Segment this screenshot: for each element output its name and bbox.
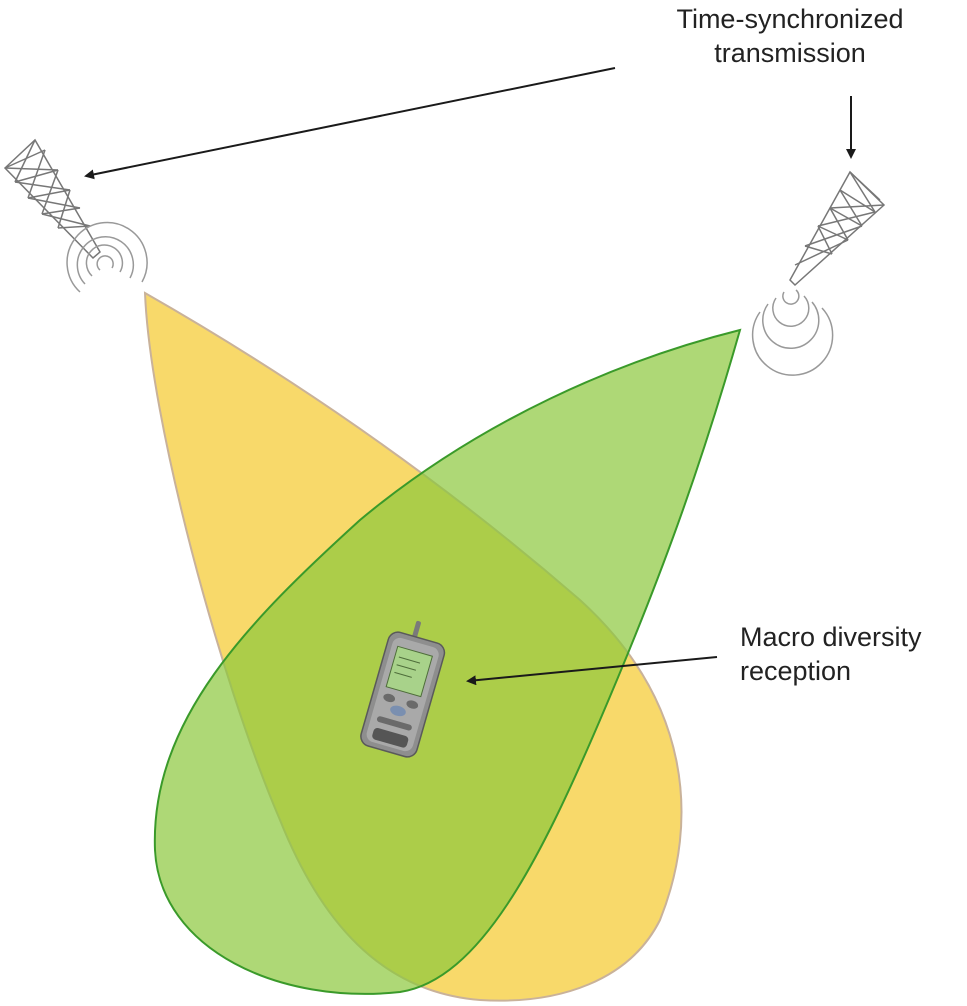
mobile-phone-icon	[360, 620, 446, 758]
arrow-to-phone	[466, 656, 718, 686]
right-tower-coverage-lobe	[153, 328, 742, 995]
right-tower-icon	[789, 170, 886, 287]
transmission-label-line2: transmission	[714, 38, 866, 68]
left-tower-icon	[3, 138, 101, 260]
transmission-label-line1: Time-synchronized	[676, 4, 904, 34]
reception-label-line1: Macro diversity	[740, 622, 922, 652]
arrow-to-left-tower	[84, 67, 616, 180]
macro-diversity-reception-label: Macro diversity reception	[740, 620, 940, 688]
left-tower-signal-icon	[66, 221, 148, 293]
right-tower-signal-icon	[751, 289, 834, 376]
time-synchronized-transmission-label: Time-synchronized transmission	[640, 2, 940, 70]
reception-label-line2: reception	[740, 656, 852, 686]
